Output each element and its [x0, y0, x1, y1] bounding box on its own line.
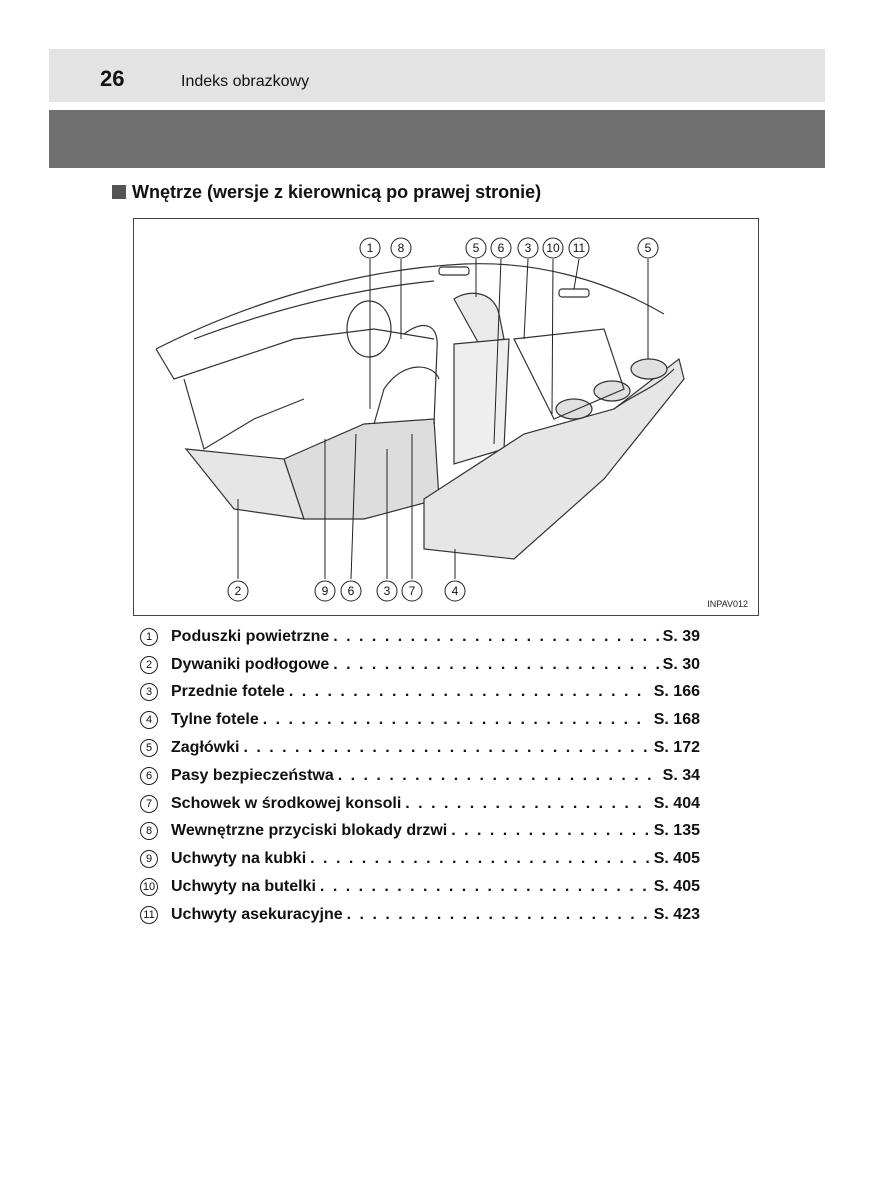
svg-text:8: 8	[398, 241, 405, 255]
header-bar	[49, 49, 825, 102]
legend-number: 8	[140, 822, 158, 841]
leader-dots	[310, 850, 650, 868]
leader-dots	[347, 906, 650, 924]
svg-text:9: 9	[322, 584, 329, 598]
callout-bottom-3: 3	[376, 580, 398, 602]
section-heading: Wnętrze (wersje z kierownicą po prawej s…	[112, 183, 541, 201]
svg-text:3: 3	[384, 584, 391, 598]
callout-top-8: 8	[390, 237, 412, 259]
callout-top-10: 10	[542, 237, 564, 259]
car-interior-illustration: 1 8 5 6 3 10 11 5 2 9 6 3 7 4	[155, 237, 685, 602]
legend-label: Uchwyty na kubki	[171, 850, 307, 868]
legend-number: 3	[140, 683, 158, 702]
leader-dots	[320, 878, 650, 896]
legend-number: 2	[140, 655, 158, 674]
legend-page-ref: S. 405	[653, 878, 700, 896]
legend-number: 11	[140, 905, 158, 924]
svg-text:11: 11	[573, 241, 586, 255]
svg-text:5: 5	[645, 241, 652, 255]
legend-page-ref: S. 168	[653, 711, 700, 729]
svg-text:4: 4	[452, 584, 459, 598]
callout-bottom-7: 7	[401, 580, 423, 602]
svg-text:6: 6	[348, 584, 355, 598]
svg-text:6: 6	[498, 241, 505, 255]
leader-dots	[333, 628, 658, 646]
legend-label: Wewnętrzne przyciski blokady drzwi	[171, 822, 448, 840]
legend-page-ref: S. 30	[662, 655, 700, 673]
callout-bottom-9: 9	[314, 580, 336, 602]
callout-top-5b: 5	[637, 237, 659, 259]
callout-top-6: 6	[490, 237, 512, 259]
legend-number: 5	[140, 739, 158, 758]
legend-number: 6	[140, 766, 158, 785]
legend-page-ref: S. 39	[662, 627, 700, 645]
interior-figure: 1 8 5 6 3 10 11 5 2 9 6 3 7 4 INPAV012	[133, 218, 759, 616]
legend-item: 11 Uchwyty asekuracyjne S. 423	[140, 901, 700, 929]
svg-text:5: 5	[473, 241, 480, 255]
callout-bottom-2: 2	[227, 580, 249, 602]
leader-dots	[289, 683, 650, 701]
callout-top-3: 3	[517, 237, 539, 259]
figure-code: INPAV012	[707, 599, 748, 609]
svg-text:2: 2	[235, 584, 242, 598]
leader-dots	[243, 739, 649, 757]
legend-label: Przednie fotele	[171, 683, 285, 701]
section-heading-text: Wnętrze (wersje z kierownicą po prawej s…	[132, 182, 542, 202]
legend-page-ref: S. 166	[653, 683, 700, 701]
page-number: 26	[100, 66, 125, 91]
legend-label: Zagłówki	[171, 739, 240, 757]
legend-item: 6 Pasy bezpieczeństwa S. 34	[140, 762, 700, 790]
legend-page-ref: S. 405	[653, 850, 700, 868]
legend-number: 4	[140, 711, 158, 730]
legend-number: 1	[140, 627, 158, 646]
legend-number: 9	[140, 850, 158, 869]
legend-item: 1 Poduszki powietrzne S. 39	[140, 623, 700, 651]
callout-top-1: 1	[359, 237, 381, 259]
legend-page-ref: S. 135	[653, 822, 700, 840]
legend-item: 10 Uchwyty na butelki S. 405	[140, 873, 700, 901]
section-band	[49, 110, 825, 168]
header-title: Indeks obrazkowy	[181, 73, 310, 90]
heading-square-icon	[112, 185, 126, 199]
callout-top-11: 11	[568, 237, 590, 259]
legend-label: Poduszki powietrzne	[171, 627, 330, 645]
legend-page-ref: S. 423	[653, 905, 700, 923]
legend-item: 9 Uchwyty na kubki S. 405	[140, 845, 700, 873]
svg-text:7: 7	[409, 584, 416, 598]
legend-number: 7	[140, 794, 158, 813]
callout-bottom-4: 4	[444, 580, 466, 602]
legend-number: 10	[140, 878, 158, 897]
leader-dots	[333, 656, 658, 674]
legend-label: Tylne fotele	[171, 711, 259, 729]
legend-label: Pasy bezpieczeństwa	[171, 766, 334, 784]
svg-text:10: 10	[546, 241, 560, 255]
legend-label: Schowek w środkowej konsoli	[171, 794, 402, 812]
legend-item: 4 Tylne fotele S. 168	[140, 706, 700, 734]
callout-bottom-6: 6	[340, 580, 362, 602]
legend-label: Uchwyty asekuracyjne	[171, 905, 343, 923]
svg-text:3: 3	[525, 241, 532, 255]
leader-dots	[338, 767, 659, 785]
svg-text:1: 1	[367, 241, 374, 255]
legend-label: Uchwyty na butelki	[171, 878, 316, 896]
callout-top-5a: 5	[465, 237, 487, 259]
leader-dots	[405, 795, 649, 813]
legend-item: 8 Wewnętrzne przyciski blokady drzwi S. 13…	[140, 818, 700, 846]
legend-item: 5 Zagłówki S. 172	[140, 734, 700, 762]
legend-item: 2 Dywaniki podłogowe S. 30	[140, 651, 700, 679]
legend-item: 3 Przednie fotele S. 166	[140, 679, 700, 707]
legend-item: 7 Schowek w środkowej konsoli S. 404	[140, 790, 700, 818]
legend-page-ref: S. 404	[653, 794, 700, 812]
legend-label: Dywaniki podłogowe	[171, 655, 330, 673]
legend-page-ref: S. 172	[653, 739, 700, 757]
legend-page-ref: S. 34	[662, 766, 700, 784]
leader-dots	[263, 711, 650, 729]
leader-dots	[451, 822, 650, 840]
legend-list: 1 Poduszki powietrzne S. 39 2 Dywaniki podł…	[140, 623, 700, 929]
